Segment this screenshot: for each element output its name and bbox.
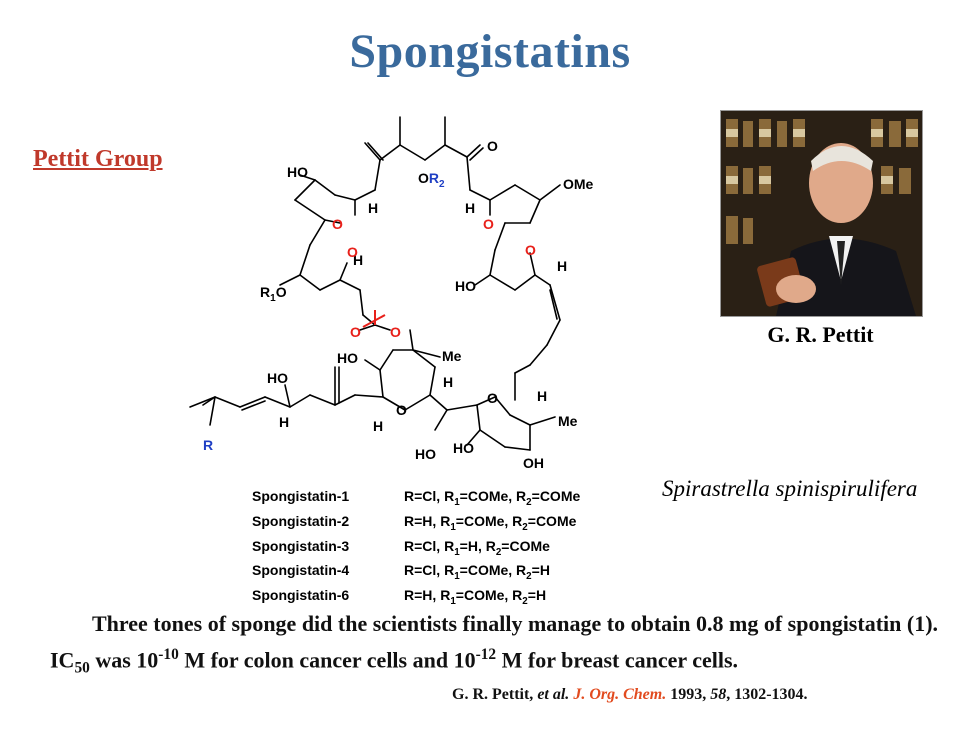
group-label: Pettit Group: [33, 146, 163, 172]
variant-substituents: R=Cl, R1=COMe, R2=H: [404, 562, 550, 583]
label-h7: H: [537, 388, 547, 404]
label-ring-o5: O: [396, 402, 407, 418]
variant-row: Spongistatin-2 R=H, R1=COMe, R2=COMe: [252, 512, 580, 537]
variant-substituents: R=H, R1=COMe, R2=COMe: [404, 512, 577, 533]
label-ring-o1: O: [332, 216, 343, 232]
ester-bonds: [362, 310, 386, 328]
label-ester-o1: O: [350, 324, 361, 340]
variant-row: Spongistatin-6 R=H, R1=COMe, R2=H: [252, 586, 580, 611]
label-ester-o2: O: [390, 324, 401, 340]
label-ring-o6: O: [487, 390, 498, 406]
label-h5: H: [443, 374, 453, 390]
label-oh-b: OH: [523, 455, 544, 471]
variant-substituents: R=Cl, R1=COMe, R2=COMe: [404, 488, 581, 508]
label-h-chain: H: [279, 414, 289, 430]
slide-title: Spongistatins: [349, 25, 631, 78]
label-ho-mid: HO: [337, 350, 358, 366]
variant-name: Spongistatin-1: [252, 488, 350, 504]
label-ring-o3: O: [483, 216, 494, 232]
variant-name: Spongistatin-3: [252, 537, 350, 554]
label-ho-top: HO: [287, 164, 308, 180]
variants-list: Spongistatin-1 R=Cl, R1=COMe, R2=COMe Sp…: [252, 487, 580, 611]
label-ketone-o: O: [487, 138, 498, 154]
variant-row: Spongistatin-3 R=Cl, R1=H, R2=COMe: [252, 537, 580, 562]
label-h6: H: [373, 418, 383, 434]
label-ho-b1: HO: [415, 446, 436, 462]
photo-caption: G. R. Pettit: [767, 322, 874, 347]
label-ome: OMe: [563, 176, 594, 192]
label-me1: Me: [442, 348, 462, 364]
variant-row: Spongistatin-4 R=Cl, R1=COMe, R2=H: [252, 561, 580, 586]
label-ho-chain: HO: [267, 370, 288, 386]
variant-name: Spongistatin-2: [252, 512, 350, 529]
label-ring-o4: O: [525, 242, 536, 258]
label-me2: Me: [558, 413, 578, 429]
label-r-group: R: [203, 437, 213, 453]
label-h4: H: [557, 258, 567, 274]
summary-paragraph: Three tones of sponge did the scientists…: [50, 611, 939, 677]
structure-bonds: [189, 116, 561, 451]
variant-name: Spongistatin-4: [252, 562, 350, 579]
label-h1: H: [368, 200, 378, 216]
label-h3: H: [353, 252, 363, 268]
spongistatin-structure: HO OR2 O OMe H H H H R1O HO HO Me HO H H…: [189, 116, 594, 471]
label-h2: H: [465, 200, 475, 216]
species-name: Spirastrella spinispirulifera: [662, 476, 918, 501]
variant-name: Spongistatin-6: [252, 587, 350, 604]
journal-name: J. Org. Chem.: [573, 686, 667, 703]
variant-substituents: R=H, R1=COMe, R2=H: [404, 587, 547, 607]
label-ho-b2: HO: [453, 440, 474, 456]
pettit-photo: [720, 110, 923, 317]
variant-substituents: R=Cl, R1=H, R2=COMe: [404, 537, 550, 558]
label-or2: OR2: [418, 170, 445, 190]
label-r1o: R1O: [260, 284, 287, 304]
citation: G. R. Pettit, et al. J. Org. Chem. 1993,…: [452, 686, 808, 703]
label-ring-o2: O: [347, 244, 358, 260]
variant-row: Spongistatin-1 R=Cl, R1=COMe, R2=COMe: [252, 487, 580, 512]
label-ho-left: HO: [455, 278, 476, 294]
